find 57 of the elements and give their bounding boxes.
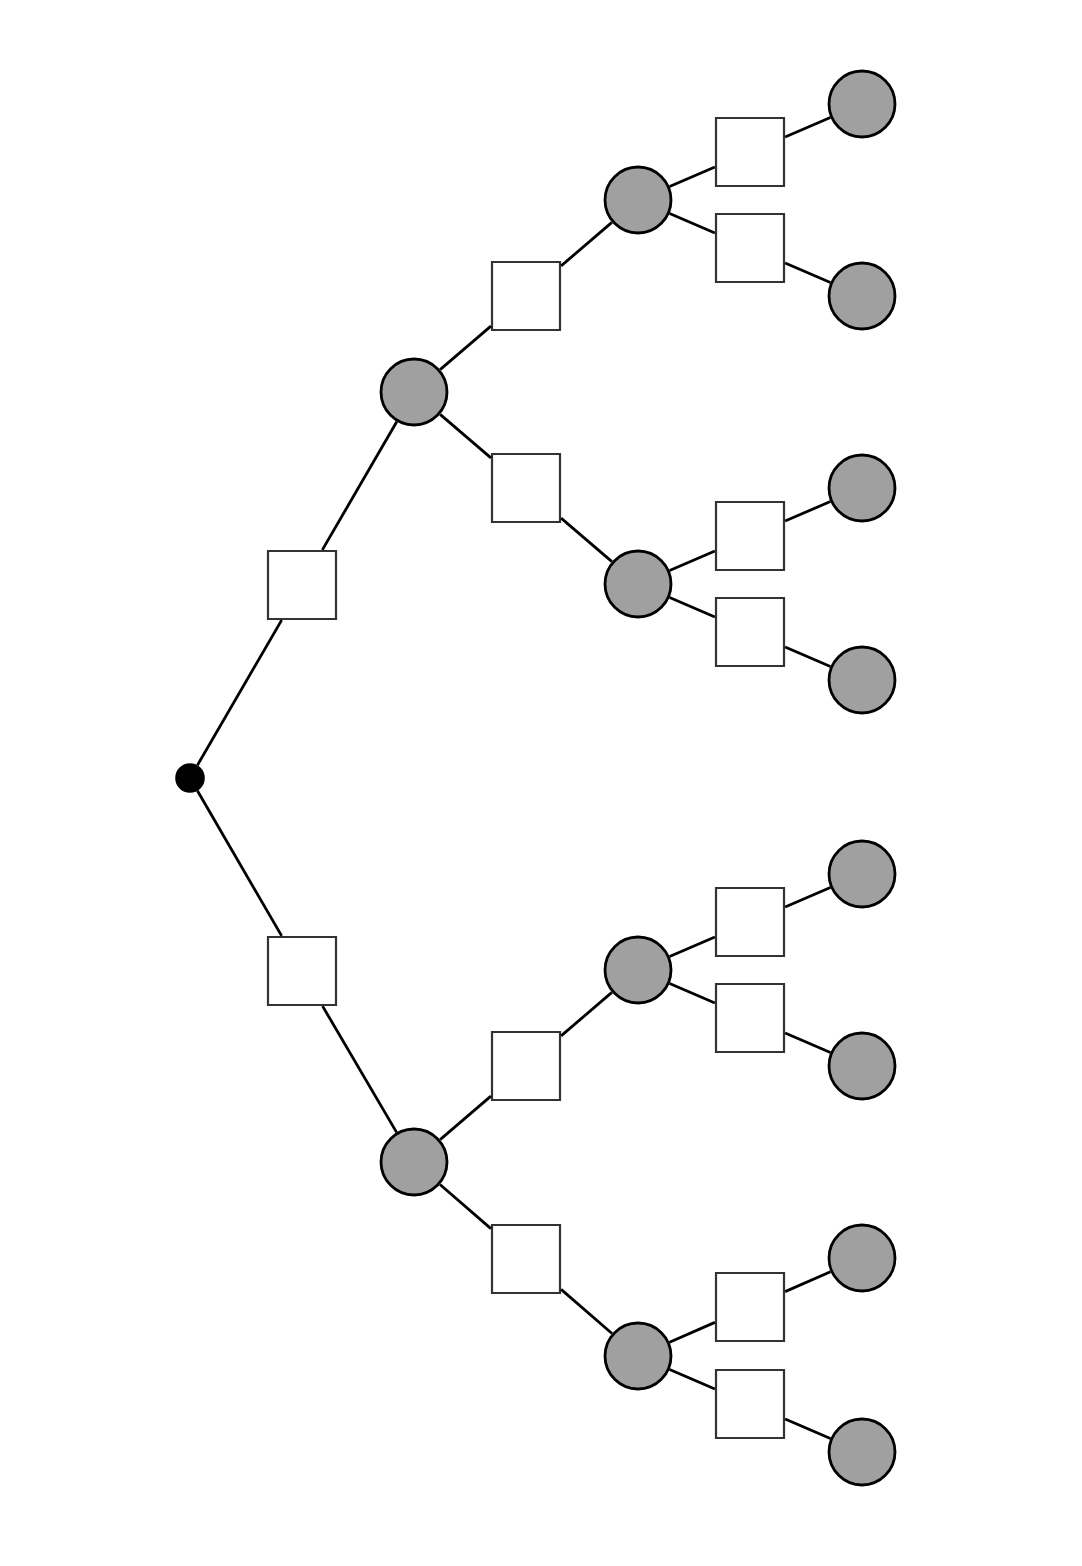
answer-box bbox=[490, 452, 562, 524]
branch-line bbox=[439, 1095, 492, 1141]
branch-line bbox=[784, 1270, 832, 1293]
branch-line bbox=[669, 935, 716, 958]
branch-line bbox=[669, 549, 716, 572]
outcome-circle bbox=[827, 839, 897, 909]
branch-line bbox=[784, 886, 831, 909]
branch-line bbox=[439, 1183, 492, 1230]
answer-box bbox=[714, 1271, 786, 1343]
answer-box bbox=[714, 596, 786, 668]
branch-line bbox=[196, 619, 283, 766]
branch-line bbox=[560, 517, 613, 563]
branch-line bbox=[784, 1417, 831, 1440]
answer-box bbox=[714, 982, 786, 1054]
outcome-circle bbox=[603, 1321, 673, 1391]
outcome-circle bbox=[603, 935, 673, 1005]
branch-line bbox=[784, 1031, 831, 1054]
branch-line bbox=[784, 645, 831, 668]
branch-line bbox=[321, 1005, 398, 1134]
answer-box bbox=[266, 935, 338, 1007]
outcome-circle bbox=[603, 549, 673, 619]
branch-line bbox=[669, 982, 716, 1005]
outcome-circle bbox=[603, 165, 673, 235]
branch-line bbox=[196, 790, 283, 937]
answer-box bbox=[490, 1030, 562, 1102]
answer-box bbox=[714, 116, 786, 188]
branch-line bbox=[439, 325, 492, 371]
answer-box bbox=[490, 1223, 562, 1295]
branch-line bbox=[668, 1321, 716, 1344]
answer-box bbox=[714, 212, 786, 284]
outcome-circle bbox=[379, 357, 449, 427]
branch-line bbox=[560, 991, 613, 1037]
answer-box bbox=[266, 549, 338, 621]
root-dot bbox=[175, 763, 205, 793]
answer-box bbox=[714, 886, 786, 958]
branch-line bbox=[669, 165, 716, 188]
outcome-circle bbox=[827, 261, 897, 331]
outcome-circle bbox=[827, 1417, 897, 1487]
branch-line bbox=[784, 261, 831, 284]
branch-line bbox=[669, 596, 716, 619]
branch-line bbox=[560, 1288, 613, 1335]
outcome-circle bbox=[827, 69, 897, 139]
answer-box bbox=[714, 500, 786, 572]
branch-line bbox=[560, 221, 613, 267]
outcome-circle bbox=[379, 1127, 449, 1197]
outcome-circle bbox=[827, 645, 897, 715]
branch-line bbox=[669, 212, 716, 235]
branch-line bbox=[784, 500, 831, 523]
answer-box bbox=[490, 260, 562, 332]
outcome-circle bbox=[827, 453, 897, 523]
branch-line bbox=[439, 413, 492, 459]
outcome-circle bbox=[827, 1031, 897, 1101]
outcome-circle bbox=[827, 1223, 897, 1293]
answer-box bbox=[714, 1368, 786, 1440]
branch-line bbox=[784, 116, 831, 139]
branch-line bbox=[321, 421, 398, 551]
branch-line bbox=[669, 1368, 716, 1391]
